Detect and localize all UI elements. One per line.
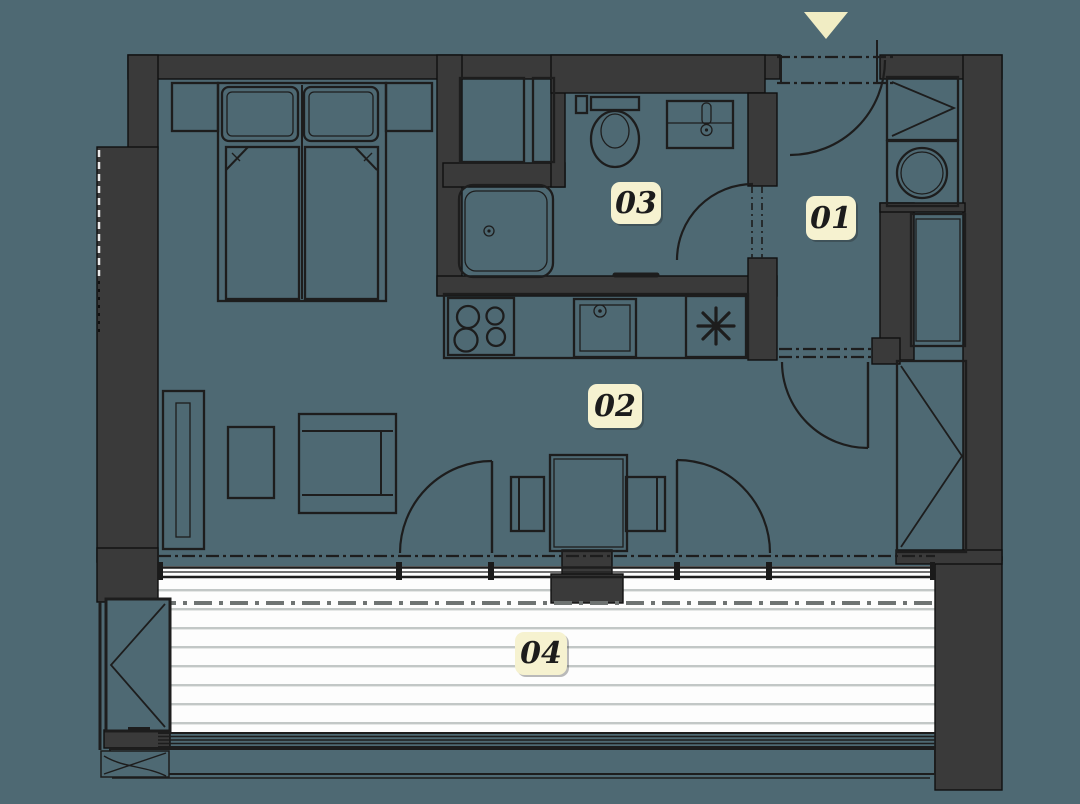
balcony-railing <box>109 748 936 775</box>
washbasin <box>665 99 735 150</box>
balcony-door-left <box>398 459 494 554</box>
entry-door <box>777 40 893 157</box>
shower <box>457 183 555 279</box>
appliance-star <box>684 294 748 359</box>
kitchen-sink <box>572 297 638 359</box>
balcony-step <box>100 750 170 778</box>
svg-text:02: 02 <box>594 389 636 424</box>
cooktop <box>446 296 516 357</box>
dining-chair-right <box>624 475 667 533</box>
dining-chair-left <box>509 475 546 533</box>
pillows <box>220 85 380 143</box>
svg-text:03: 03 <box>615 186 657 221</box>
room-label-03: 03 <box>611 182 663 226</box>
room-label-02: 02 <box>588 384 644 430</box>
wardrobe <box>895 359 968 554</box>
balcony-details <box>158 601 935 748</box>
window-band <box>158 562 935 580</box>
svg-text:01: 01 <box>810 201 852 236</box>
washing-machine <box>885 139 960 208</box>
coffee-table <box>226 425 276 500</box>
bed <box>216 81 388 303</box>
room-label-04: 04 <box>515 632 569 677</box>
wall-marking <box>97 150 102 750</box>
balcony-door-right <box>675 458 772 554</box>
entrance-arrow-icon <box>804 12 848 39</box>
toilet <box>589 95 641 169</box>
living-room-door <box>779 347 872 450</box>
closet-niche <box>458 76 556 164</box>
sideboard <box>161 389 206 551</box>
armchair <box>297 412 398 515</box>
bathroom-door <box>675 182 763 261</box>
shaft-cabinet <box>909 212 967 348</box>
nightstand-right <box>384 81 434 133</box>
nightstand-left <box>170 81 220 133</box>
svg-text:04: 04 <box>520 636 562 671</box>
toilet-flush-box <box>574 94 589 115</box>
balcony-closet <box>104 597 172 733</box>
room-label-01: 01 <box>806 196 858 242</box>
